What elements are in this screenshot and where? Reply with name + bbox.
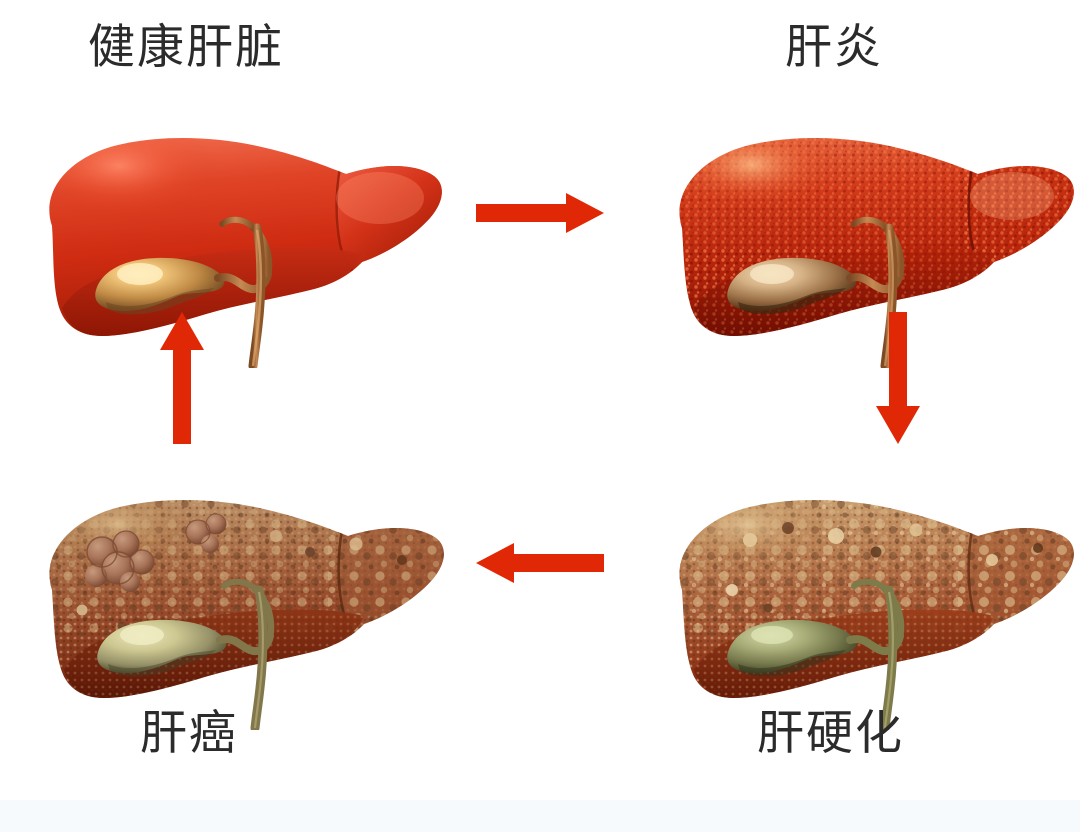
gallbladder-hepatitis <box>727 257 857 315</box>
nodule-cluster-cirrhosis <box>726 522 1043 613</box>
gallbladder-cirrhosis <box>727 619 857 677</box>
gallbladder-healthy <box>95 257 225 315</box>
bottom-strip <box>0 800 1080 832</box>
liver-illustration-cirrhosis <box>640 440 1080 730</box>
liver-illustration-healthy <box>10 78 450 368</box>
arrow-healthy-to-hepatitis <box>474 190 606 236</box>
liver-highlight-cancer <box>54 502 262 602</box>
liver-illustration-hepatitis <box>640 78 1080 368</box>
duct-highlight-healthy <box>251 229 263 367</box>
liver-right-lobe-healthy <box>336 163 442 266</box>
stage-label-cirrhosis: 肝硬化 <box>757 706 904 761</box>
liver-highlight-healthy <box>49 137 280 260</box>
arrow-hepatitis-to-cirrhosis <box>872 310 924 446</box>
gallbladder-cancer <box>97 619 227 677</box>
tumor-cluster-secondary-cancer <box>185 513 227 553</box>
stage-label-liver-cancer: 肝癌 <box>140 706 238 761</box>
duct-highlight-cirrhosis <box>883 591 894 729</box>
arrow-cirrhosis-to-cancer <box>474 540 606 586</box>
liver-illustration-cancer <box>10 440 450 730</box>
scattered-nodules-cancer <box>76 530 407 631</box>
liver-highlight-cirrhosis <box>682 502 898 606</box>
liver-highlight-hepatitis <box>680 140 904 252</box>
duct-highlight-cancer <box>253 591 264 729</box>
tumor-cluster-primary-cancer <box>85 530 155 592</box>
arrow-cancer-to-healthy <box>156 310 208 446</box>
stage-label-hepatitis: 肝炎 <box>785 20 883 75</box>
stage-label-healthy-liver: 健康肝脏 <box>88 20 284 75</box>
